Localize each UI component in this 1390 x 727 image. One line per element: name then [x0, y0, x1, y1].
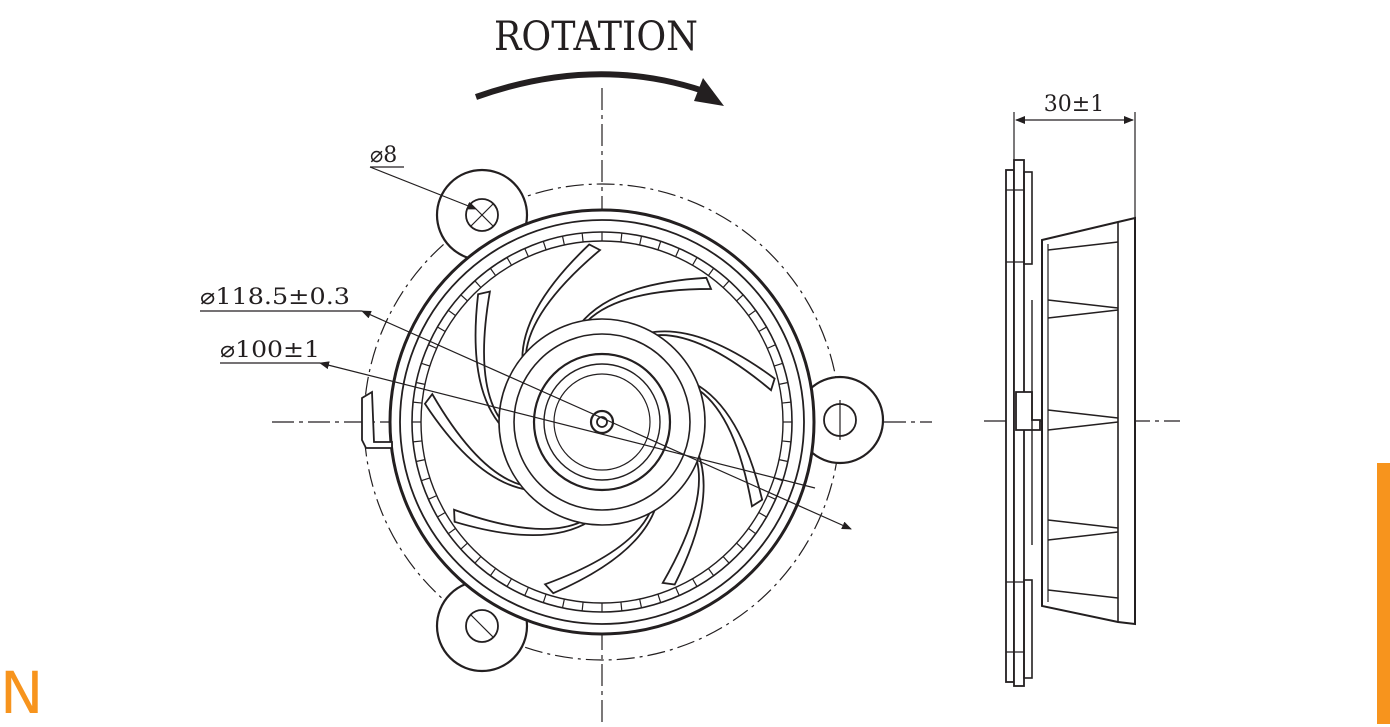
- side-clip: [361, 390, 393, 449]
- mount-hole-diameter-label: ⌀8: [370, 143, 397, 168]
- front-view: [200, 71, 932, 722]
- side-slat: [1047, 589, 1119, 599]
- ring-segment: [489, 568, 497, 577]
- impeller-blade: [543, 505, 658, 595]
- mount-hole-bottom: [465, 609, 499, 643]
- ring-segment: [707, 267, 715, 276]
- ring-segment: [460, 294, 468, 302]
- inner-diameter-label: ⌀100±1: [220, 338, 320, 363]
- ring-segment: [581, 601, 584, 612]
- side-blade-slats: [1047, 241, 1119, 599]
- hub-outer: [498, 318, 706, 526]
- ring-segment: [542, 593, 547, 603]
- mount-hole-top: [465, 198, 499, 232]
- ring-segment: [707, 568, 715, 577]
- ring-segment: [474, 280, 482, 288]
- side-slat: [1047, 519, 1119, 529]
- rotation-arrow: [474, 71, 714, 100]
- side-slat: [1047, 421, 1119, 431]
- side-slat: [1047, 299, 1119, 309]
- ring-segment: [675, 248, 680, 257]
- corner-brand-letter: N: [0, 659, 44, 727]
- impeller-body: [1041, 216, 1136, 626]
- ring-segment: [489, 267, 497, 276]
- ring-segment: [639, 598, 643, 608]
- ring-segment: [581, 232, 584, 243]
- accent-bar: [1377, 463, 1390, 724]
- ring-segment: [561, 236, 565, 246]
- ring-segment: [691, 578, 698, 587]
- side-view: [984, 112, 1180, 687]
- ring-segment: [691, 257, 698, 266]
- ring-segment: [542, 241, 547, 251]
- leader-mount-hole: [369, 166, 477, 210]
- side-slat: [1047, 241, 1119, 251]
- ring-segment: [524, 248, 529, 257]
- ring-segment: [620, 232, 623, 243]
- side-slat: [1047, 409, 1119, 419]
- ring-segment: [474, 556, 482, 564]
- side-slat: [1047, 531, 1119, 541]
- ring-segment: [722, 280, 730, 288]
- ring-segment: [561, 598, 565, 608]
- rotation-label: ROTATION: [494, 14, 698, 60]
- ring-segment: [675, 587, 680, 596]
- ring-segment: [722, 556, 730, 564]
- thickness-label: 30±1: [1044, 92, 1104, 117]
- ring-segment: [736, 294, 744, 302]
- ring-segment: [657, 241, 662, 251]
- side-slat: [1047, 309, 1119, 319]
- rotation-arrow-head: [694, 78, 724, 106]
- ring-segment: [736, 542, 744, 550]
- ring-segment: [620, 601, 623, 612]
- outer-diameter-label: ⌀118.5±0.3: [200, 285, 350, 310]
- mount-flange: [1005, 169, 1015, 683]
- ring-segment: [639, 236, 643, 246]
- ring-segment: [506, 257, 513, 266]
- impeller-blade: [579, 276, 713, 326]
- ring-segment: [460, 542, 468, 550]
- ring-segment: [524, 587, 529, 596]
- ring-segment: [657, 593, 662, 603]
- ring-segment: [506, 578, 513, 587]
